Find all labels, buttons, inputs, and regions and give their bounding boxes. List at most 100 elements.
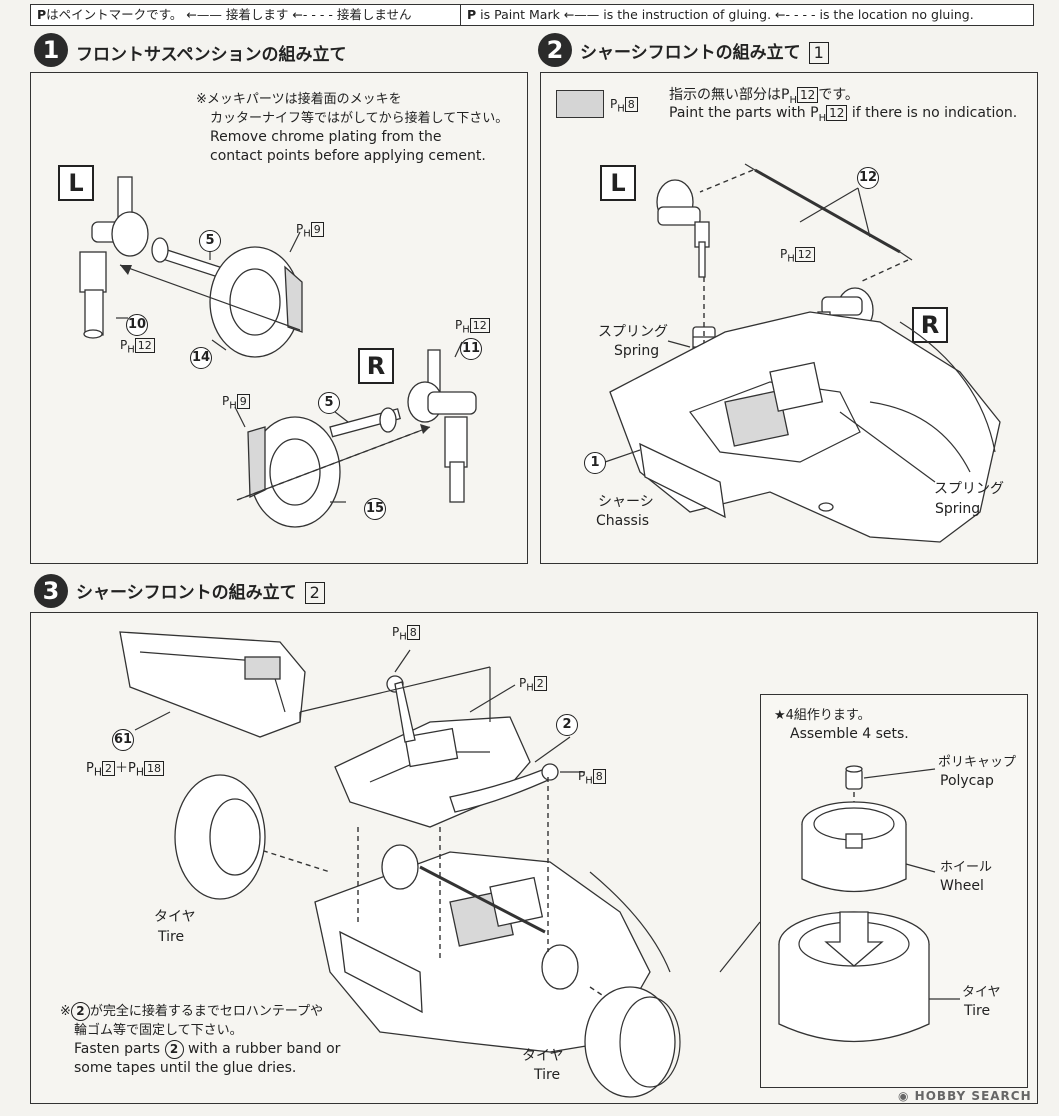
inset-title-jp: ★4組作ります。 bbox=[774, 708, 871, 723]
paint-mark-symbol: P bbox=[37, 7, 47, 22]
step2-color-swatch bbox=[556, 90, 604, 118]
step2-title: シャーシフロントの組み立て 1 bbox=[580, 38, 829, 64]
step2-chassis-jp: シャーシ bbox=[598, 494, 654, 510]
legend-noglue-en: is the location no gluing. bbox=[819, 7, 974, 22]
step2-drawing bbox=[604, 163, 1001, 543]
step2-chassis-en: Chassis bbox=[596, 513, 649, 529]
step3-number: 3 bbox=[34, 574, 68, 608]
glue-arrow-icon: ←—— bbox=[186, 7, 222, 22]
legend-en: P is Paint Mark ←—— is the instruction o… bbox=[460, 4, 1034, 26]
watermark-logo: ◉ HOBBY SEARCH bbox=[898, 1089, 1032, 1103]
step2-spring2-jp: スプリング bbox=[934, 481, 1004, 497]
inset-title-en: Assemble 4 sets. bbox=[790, 726, 909, 742]
step1-note-jp-1: ※メッキパーツは接着面のメッキを bbox=[196, 92, 402, 107]
knuckle-right bbox=[407, 349, 477, 503]
step1-drawing bbox=[79, 176, 477, 528]
step1-part-11: 11 bbox=[460, 338, 482, 360]
step3-title: シャーシフロントの組み立て 2 bbox=[76, 578, 325, 604]
knuckle-left-assembly bbox=[656, 179, 710, 278]
step3-part-2: 2 bbox=[556, 714, 578, 736]
step3-note-en-2: some tapes until the glue dries. bbox=[74, 1060, 297, 1076]
step1-label-right: R bbox=[358, 348, 394, 384]
step3-note-en-1: Fasten parts 2 with a rubber band or bbox=[74, 1040, 341, 1059]
noglue-arrow-icon: ←- - - - bbox=[775, 7, 816, 22]
paint-mark-symbol: P bbox=[467, 7, 477, 22]
step2-title-text: シャーシフロントの組み立て bbox=[580, 43, 801, 63]
step1-part-5-left: 5 bbox=[199, 230, 221, 252]
step1-label-left: L bbox=[58, 165, 94, 201]
legend-glue-jp: 接着します bbox=[225, 7, 289, 22]
shaft-right bbox=[329, 407, 401, 438]
legend-glue-en: is the instruction of gluing. bbox=[603, 7, 772, 22]
step3-tire-en: Tire bbox=[158, 929, 185, 945]
step1-note-en-1: Remove chrome plating from the bbox=[210, 129, 442, 145]
inset-tire-en: Tire bbox=[964, 1003, 991, 1019]
watermark-icon: ◉ bbox=[898, 1089, 910, 1103]
glue-line-left bbox=[119, 264, 301, 331]
step3-title-text: シャーシフロントの組み立て bbox=[76, 583, 297, 603]
tire-left bbox=[174, 774, 266, 900]
step1-title: フロントサスペンションの組み立て bbox=[76, 45, 347, 65]
inset-polycap-en: Polycap bbox=[940, 773, 994, 789]
step3-tire-jp: タイヤ bbox=[154, 909, 196, 925]
step2-sub-number: 1 bbox=[808, 42, 829, 64]
tie-rod-12 bbox=[744, 163, 913, 261]
undertray-61 bbox=[119, 631, 306, 738]
step1-part-15: 15 bbox=[364, 498, 386, 520]
legend-paint-en: is Paint Mark bbox=[480, 7, 560, 22]
step1-number: 1 bbox=[34, 33, 68, 67]
step1-note-en-2: contact points before applying cement. bbox=[210, 148, 486, 164]
chassis-assembly bbox=[314, 844, 671, 1053]
step3-tire2-jp: タイヤ bbox=[522, 1048, 564, 1064]
step1-part-10: 10 bbox=[126, 314, 148, 336]
step2-number: 2 bbox=[538, 33, 572, 67]
step1-part-14: 14 bbox=[190, 347, 212, 369]
step3-part-61: 61 bbox=[112, 729, 134, 751]
chassis-1 bbox=[609, 311, 1001, 543]
step1-note-jp-2: カッターナイフ等ではがしてから接着して下さい。 bbox=[210, 111, 509, 126]
shaft-left bbox=[151, 237, 235, 283]
step3-note-jp-2: 輪ゴム等で固定して下さい。 bbox=[74, 1023, 243, 1038]
inset-wheel-jp: ホイール bbox=[940, 860, 993, 875]
inset-polycap-jp: ポリキャップ bbox=[938, 755, 1017, 770]
watermark-text: HOBBY SEARCH bbox=[914, 1089, 1032, 1103]
step2-spring-en: Spring bbox=[614, 343, 660, 359]
step2-part-12: 12 bbox=[857, 167, 879, 189]
knuckle-left bbox=[79, 176, 149, 339]
legend-paint-jp: はペイントマークです。 bbox=[46, 7, 183, 22]
step2-label-right: R bbox=[912, 307, 948, 343]
wheel-part bbox=[801, 801, 907, 893]
glue-arrow-icon: ←—— bbox=[563, 7, 600, 22]
step2-part-1: 1 bbox=[584, 452, 606, 474]
disc-15 bbox=[247, 416, 341, 528]
inset-drawing bbox=[778, 765, 960, 1043]
polycap-part bbox=[845, 765, 863, 790]
noglue-arrow-icon: ←- - - - bbox=[292, 7, 333, 22]
legend-noglue-jp: 接着しません bbox=[336, 7, 412, 22]
tire-right bbox=[584, 986, 681, 1098]
tire-inset-part bbox=[778, 911, 930, 1043]
subframe-upper bbox=[334, 716, 531, 828]
legend-jp: Pはペイントマークです。 ←—— 接着します ←- - - - 接着しません bbox=[30, 4, 469, 26]
step3-drawing bbox=[119, 631, 761, 1098]
inset-wheel-en: Wheel bbox=[940, 878, 984, 894]
step2-label-left: L bbox=[600, 165, 636, 201]
step2-spring-jp: スプリング bbox=[598, 324, 668, 340]
step3-tire2-en: Tire bbox=[534, 1067, 561, 1083]
step3-sub-number: 2 bbox=[304, 582, 325, 604]
step1-part-5-right: 5 bbox=[318, 392, 340, 414]
inset-tire-jp: タイヤ bbox=[962, 985, 1001, 1000]
